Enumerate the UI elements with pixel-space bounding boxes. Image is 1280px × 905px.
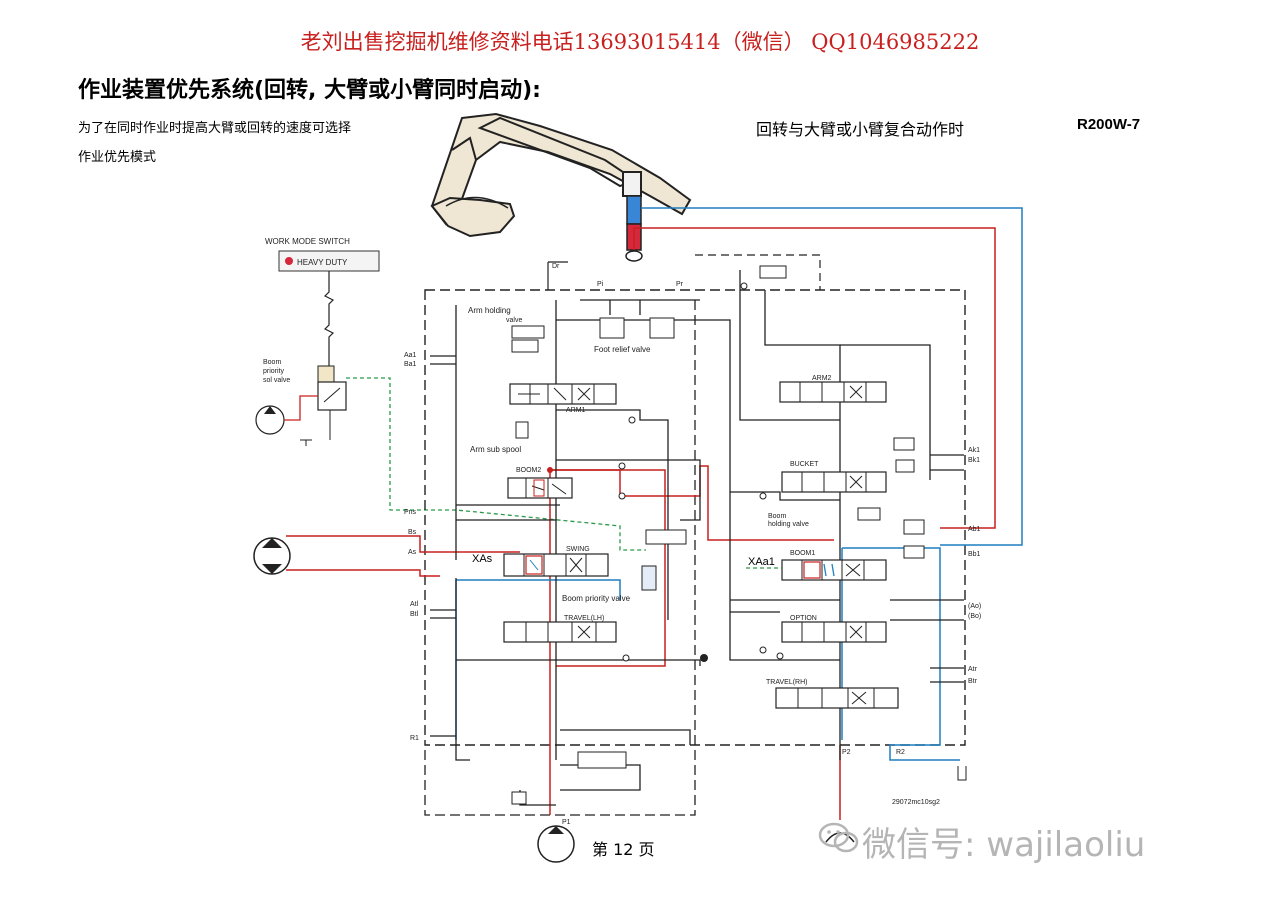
description-line-1: 为了在同时作业时提高大臂或回转的速度可选择 xyxy=(78,121,352,136)
port-p2: P2 xyxy=(842,749,851,756)
port-bk1: Bk1 xyxy=(968,457,980,464)
main-pump-p2-icon xyxy=(825,832,855,843)
internal-passages xyxy=(430,270,964,806)
cylinder-head xyxy=(622,171,642,197)
swing-label: SWING xyxy=(566,546,590,553)
foot-relief-valve-2 xyxy=(649,317,675,339)
port-pr: Pr xyxy=(676,281,684,288)
boom-holding-label-1: Boom xyxy=(768,513,786,520)
port-bo: (Bo) xyxy=(968,613,981,620)
cylinder-rod-side xyxy=(626,195,642,225)
heavy-duty-label: HEAVY DUTY xyxy=(297,258,348,267)
check-valves xyxy=(618,282,784,662)
option-spool xyxy=(781,621,887,643)
port-r2: R2 xyxy=(896,749,905,756)
arm2-label: ARM2 xyxy=(812,375,832,382)
model-number: R200W-7 xyxy=(1077,116,1141,133)
arm-sub-spool-label: Arm sub spool xyxy=(470,445,521,454)
boom-holding-label-2: holding valve xyxy=(768,521,809,528)
wechat-icon xyxy=(818,822,859,853)
indicator-icon xyxy=(285,257,293,265)
arm-holding-label: Arm holding xyxy=(468,306,511,315)
port-dr: Dr xyxy=(552,263,560,270)
description-line-2: 作业优先模式 xyxy=(78,150,157,165)
boom-priority-valve xyxy=(641,565,657,591)
port-bs: Bs xyxy=(408,529,417,536)
contact-banner: 老刘出售挖掘机维修资料电话13693015414（微信） QQ104698522… xyxy=(300,30,980,54)
port-aa1: Aa1 xyxy=(404,352,417,359)
arm-holding-valve-label: valve xyxy=(506,317,522,324)
travel-lh-label: TRAVEL(LH) xyxy=(564,615,604,622)
port-r1: R1 xyxy=(410,735,419,742)
port-ba1: Ba1 xyxy=(404,361,417,368)
work-mode-switch-label: WORK MODE SWITCH xyxy=(265,237,350,246)
port-btr: Btr xyxy=(968,678,978,685)
page-heading: 作业装置优先系统(回转, 大臂或小臂同时启动): xyxy=(78,78,541,103)
boom-priority-valve-label: Boom priority valve xyxy=(562,594,631,603)
drawing-number: 29072mc10sg2 xyxy=(892,799,940,806)
travel-rh-spool xyxy=(775,687,899,709)
port-as: As xyxy=(408,549,417,556)
boom-priority-sol-valve xyxy=(317,381,347,411)
xas-label: XAs xyxy=(472,553,493,565)
travel-rh-label: TRAVEL(RH) xyxy=(766,679,807,686)
port-ak1: Ak1 xyxy=(968,447,980,454)
bucket-spool xyxy=(781,471,887,493)
swing-spool xyxy=(503,553,609,577)
port-pi: Pi xyxy=(597,281,604,288)
sol-valve-label-2: priority xyxy=(263,368,285,375)
travel-lh-spool xyxy=(503,621,617,643)
page-number: 第 12 页 xyxy=(592,840,655,859)
boom2-label: BOOM2 xyxy=(516,467,541,474)
boom1-spool xyxy=(781,559,887,581)
foot-relief-valve-1 xyxy=(599,317,625,339)
port-ao: (Ao) xyxy=(968,603,981,610)
port-pns: Pns xyxy=(404,509,417,516)
pressure-lines xyxy=(286,227,996,820)
port-atl: Atl xyxy=(410,601,419,608)
straight-travel-valve xyxy=(577,751,627,769)
port-btl: Btl xyxy=(410,611,419,618)
foot-relief-valve-label: Foot relief valve xyxy=(594,345,651,354)
arm1-label: ARM1 xyxy=(566,407,586,414)
boom-holding-valve xyxy=(857,507,881,521)
port-ab1: Ab1 xyxy=(968,526,981,533)
boom1-label: BOOM1 xyxy=(790,550,815,557)
arm2-spool xyxy=(779,381,887,403)
arm-holding-valve xyxy=(511,325,545,339)
wechat-watermark: 微信号: wajilaoliu xyxy=(862,825,1146,865)
bucket-label: BUCKET xyxy=(790,461,819,468)
sol-valve-label-3: sol valve xyxy=(263,377,290,384)
diagram-caption: 回转与大臂或小臂复合动作时 xyxy=(756,120,965,139)
excavator-attachment-illustration xyxy=(430,112,692,238)
xab1-label: XAa1 xyxy=(748,556,775,568)
sol-valve-label-1: Boom xyxy=(263,359,281,366)
option-label: OPTION xyxy=(790,615,817,622)
arm1-spool xyxy=(509,383,617,405)
port-atr: Atr xyxy=(968,666,978,673)
boom2-spool xyxy=(507,477,573,499)
port-bb1: Bb1 xyxy=(968,551,981,558)
port-labels: Aa1 Ba1 Pns Bs As Atl Btl R1 P1 P2 R2 Ak… xyxy=(404,352,981,826)
port-p1: P1 xyxy=(562,819,571,826)
